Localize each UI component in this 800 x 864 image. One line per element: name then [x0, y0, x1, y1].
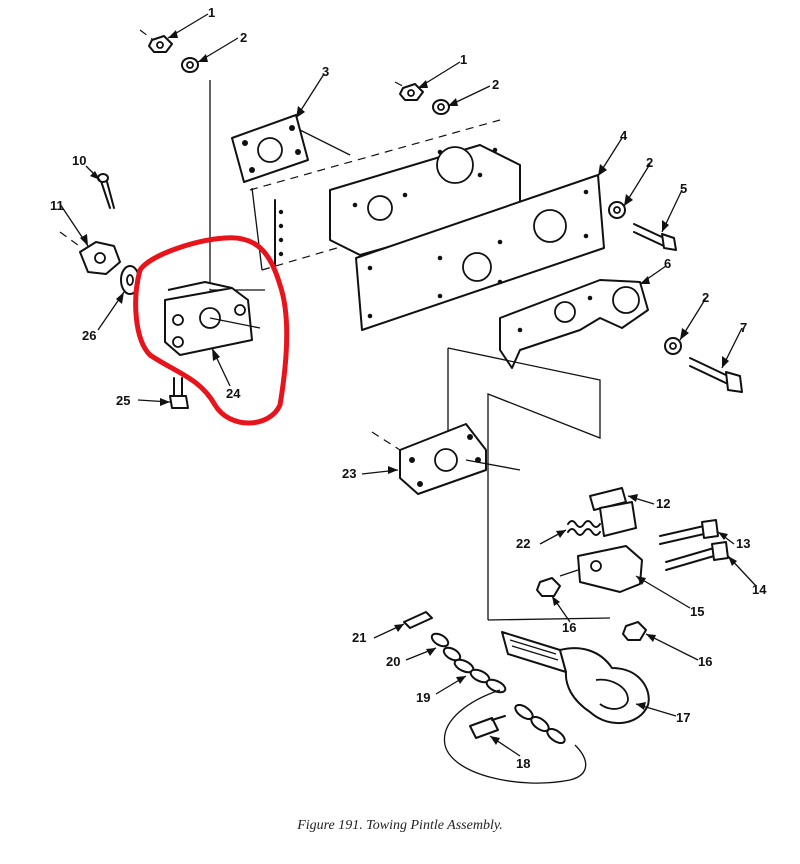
callout-2c: 2: [646, 155, 653, 170]
pin-21-icon: [403, 611, 433, 629]
housing-15-icon: [559, 545, 643, 593]
callout-18: 18: [516, 756, 530, 771]
plate-3: [231, 114, 351, 183]
callout-4: 4: [620, 128, 628, 143]
callout-5: 5: [680, 181, 687, 196]
flange-24: [164, 281, 261, 356]
washer-2b-icon: [432, 99, 450, 115]
bolt-7-icon: [689, 357, 743, 393]
callout-11: 11: [50, 198, 64, 213]
nut-1b-icon: [399, 83, 424, 101]
callout-2d: 2: [702, 290, 709, 305]
red-highlight-outline: [133, 235, 290, 426]
callout-21: 21: [352, 630, 366, 645]
nut-16b-icon: [622, 621, 647, 641]
callout-16a: 16: [562, 620, 576, 635]
callout-10: 10: [72, 153, 86, 168]
callout-16b: 16: [698, 654, 712, 669]
callout-1b: 1: [460, 52, 467, 67]
plate-23: [371, 423, 521, 495]
washer-2a-icon: [181, 57, 199, 73]
callout-2b: 2: [492, 77, 499, 92]
callout-25: 25: [116, 393, 130, 408]
callout-26: 26: [82, 328, 96, 343]
callout-15: 15: [690, 604, 704, 619]
callout-24: 24: [226, 386, 241, 401]
callout-22: 22: [516, 536, 530, 551]
callout-6: 6: [664, 256, 671, 271]
callout-19: 19: [416, 690, 430, 705]
callout-14: 14: [752, 582, 767, 597]
chain-19-icon: [453, 658, 507, 694]
callout-12: 12: [656, 496, 670, 511]
callout-13: 13: [736, 536, 750, 551]
bolt-13-icon: [659, 519, 719, 545]
bolt-5-icon: [633, 223, 677, 251]
callout-labels: 1 2 3 1 2 4 2 5 10 11 6 2 7 26 24 25 23 …: [50, 5, 767, 771]
nut-16a-icon: [536, 577, 561, 597]
pintle-hook-17: [501, 631, 650, 725]
callout-2a: 2: [240, 30, 247, 45]
spring-22-icon: [567, 520, 601, 536]
callout-20: 20: [386, 654, 400, 669]
callout-23: 23: [342, 466, 356, 481]
bolt-14-icon: [665, 541, 729, 571]
castle-nut-11-icon: [59, 231, 121, 275]
figure-caption: Figure 191. Towing Pintle Assembly.: [297, 818, 503, 833]
plate-4: [355, 174, 605, 331]
bolt-25-icon: [169, 377, 189, 409]
bracket-6: [499, 279, 649, 369]
chain-loop: [443, 689, 587, 784]
cotter-pin-10-icon: [97, 173, 115, 209]
nut-1a-icon: [148, 35, 173, 53]
washer-2c-icon: [608, 201, 626, 219]
latch-12-icon: [589, 487, 637, 537]
callout-3: 3: [322, 64, 329, 79]
callout-7: 7: [740, 320, 747, 335]
callout-1a: 1: [208, 5, 215, 20]
callout-leaders: [59, 13, 757, 757]
washer-2d-icon: [664, 337, 682, 355]
callout-17: 17: [676, 710, 690, 725]
chain-20-icon: [430, 632, 462, 662]
pin-18-icon: [469, 715, 506, 739]
